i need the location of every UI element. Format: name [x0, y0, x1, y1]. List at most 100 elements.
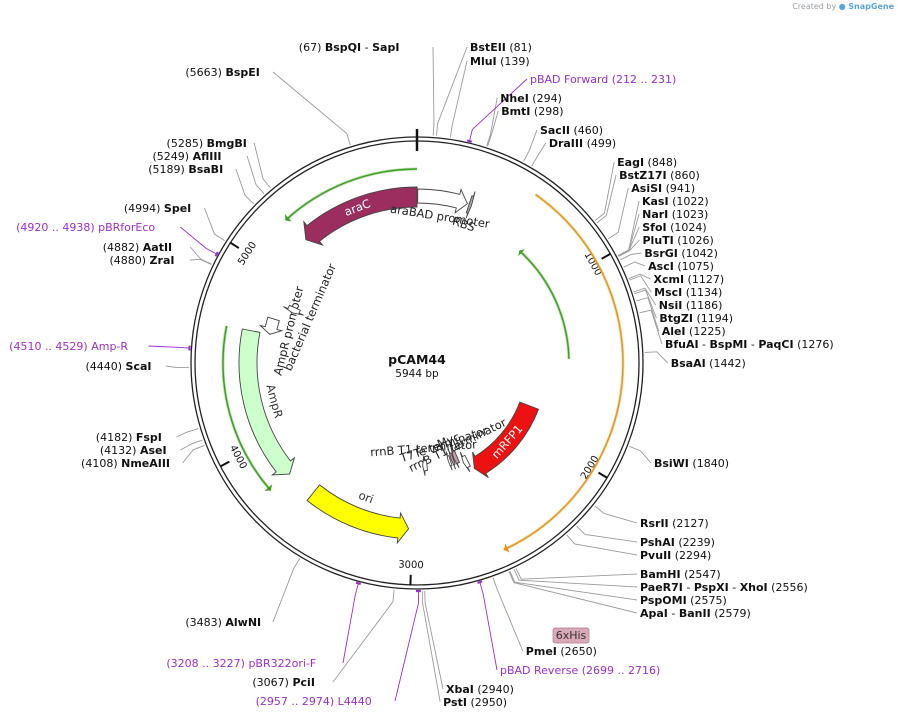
site-position: (298) [530, 105, 563, 118]
site-label-draiii[interactable]: DraIII (499) [549, 137, 616, 150]
site-label-pshai[interactable]: PshAI (2239) [640, 536, 715, 549]
site-label-bsaai[interactable]: BsaAI (1442) [671, 357, 746, 370]
ruler-tick-label: 3000 [398, 560, 424, 572]
ruler-tick-label: 5000 [236, 240, 259, 267]
site-label-scai[interactable]: (4440) ScaI [85, 360, 151, 373]
site-label-alwni[interactable]: (3483) AlwNI [185, 616, 261, 629]
site-label-zrai[interactable]: (4880) ZraI [109, 254, 174, 267]
enzyme-name: SpeI [164, 202, 191, 215]
site-position: (81) [506, 41, 532, 54]
site-position: (1442) [706, 357, 746, 370]
site-position: (4880) [109, 254, 149, 267]
site-label-afliii[interactable]: (5249) AflIII [152, 150, 221, 163]
site-label-bsteii[interactable]: BstEII (81) [470, 41, 532, 54]
site-label-xbai[interactable]: XbaI (2940) [446, 683, 514, 696]
leader-line [594, 161, 615, 221]
leader-line [204, 207, 225, 241]
site-label-bspei[interactable]: (5663) BspEI [185, 66, 260, 79]
enzyme-name: AlwNI [225, 616, 261, 629]
enzyme-name: PaqCI [758, 338, 793, 351]
site-label-pspomi[interactable]: PspOMI (2575) [640, 594, 727, 607]
site-label-pcii[interactable]: (3067) PciI [252, 676, 315, 689]
site-position: (1134) [682, 286, 722, 299]
enzyme-name: RsrII [640, 517, 669, 530]
primer-label-l4440[interactable]: (2957 .. 2974) L4440 [256, 695, 372, 708]
site-label-bmgbi[interactable]: (5285) BmgBI [167, 137, 247, 150]
primer-label-pbad-reverse[interactable]: pBAD Reverse (2699 .. 2716) [500, 664, 660, 677]
site-position: (3067) [252, 676, 292, 689]
site-label-pmei[interactable]: PmeI (2650) [526, 645, 597, 658]
enzyme-name: XbaI [446, 683, 474, 696]
site-label-pluti[interactable]: PluTI (1026) [642, 234, 713, 247]
primer-label-amp-r[interactable]: (4510 .. 4529) Amp-R [9, 340, 128, 353]
site-label-eagi[interactable]: EagI (848) [617, 156, 677, 169]
leader-line [618, 239, 640, 257]
site-label-asci[interactable]: AscI (1075) [648, 260, 714, 273]
feature-ori[interactable]: ori [306, 484, 410, 545]
orf-arrowhead [285, 214, 292, 222]
tag-box [552, 627, 590, 644]
enzyme-name: DraIII [549, 137, 583, 150]
site-label-nmeaiii[interactable]: (4108) NmeAIII [81, 457, 170, 470]
site-position: (5663) [185, 66, 225, 79]
site-label-xcmi[interactable]: XcmI (1127) [653, 273, 724, 286]
site-label-nhei[interactable]: NheI (294) [500, 92, 562, 105]
site-label-sacii[interactable]: SacII (460) [540, 124, 603, 137]
ruler-tick [220, 460, 230, 468]
leader-line [342, 583, 359, 664]
primer-label-pbrforeco[interactable]: (4920 .. 4938) pBRforEco [16, 221, 155, 234]
site-label-aatii[interactable]: (4882) AatII [103, 241, 172, 254]
site-label-sfoi[interactable]: SfoI (1024) [642, 221, 706, 234]
leader-line [628, 273, 651, 280]
feature-6xhis[interactable] [447, 448, 457, 470]
site-label-kasi[interactable]: KasI (1022) [642, 195, 709, 208]
site-label-bamhi[interactable]: BamHI (2547) [640, 568, 721, 581]
site-label-nsii[interactable]: NsiI (1186) [659, 299, 723, 312]
leader-line [486, 97, 498, 147]
site-label-mlui[interactable]: MluI (139) [470, 55, 530, 68]
tag-text: 6xHis [556, 629, 587, 642]
site-label-alei[interactable]: AleI (1225) [662, 325, 726, 338]
site-label-apai-banii[interactable]: ApaI - BanII (2579) [640, 607, 751, 620]
feature-arrow [417, 188, 468, 214]
enzyme-name: SapI [372, 41, 399, 54]
primer-label-pbr322ori-f[interactable]: (3208 .. 3227) pBR322ori-F [166, 657, 316, 670]
feature-rbs[interactable]: RBS [451, 191, 477, 235]
primer-label-pbad-forward[interactable]: pBAD Forward (212 .. 231) [530, 73, 676, 86]
site-label-btgzi[interactable]: BtgZI (1194) [659, 312, 733, 325]
primer-bind-mark [214, 251, 219, 257]
enzyme-name: AsiSI [631, 182, 662, 195]
leader-line [629, 275, 652, 293]
orf-arc [519, 250, 570, 359]
site-label-bsrgi[interactable]: BsrGI (1042) [644, 247, 718, 260]
leader-line [636, 297, 660, 332]
leader-line [180, 439, 203, 451]
feature-arac[interactable]: araC [303, 186, 418, 247]
site-label-psti[interactable]: PstI (2950) [443, 696, 507, 709]
tag-label-6xhis[interactable]: 6xHis [552, 627, 590, 644]
site-label-spei[interactable]: (4994) SpeI [124, 202, 191, 215]
site-label-nari[interactable]: NarI (1023) [642, 208, 708, 221]
site-label-bsabi[interactable]: (5189) BsaBI [148, 163, 223, 176]
site-position: (2127) [669, 517, 709, 530]
site-label-bmti[interactable]: BmtI (298) [501, 105, 563, 118]
site-label-rsrii[interactable]: RsrII (2127) [640, 517, 709, 530]
feature-label: AmpR [263, 383, 285, 420]
site-label-bsiwi[interactable]: BsiWI (1840) [654, 457, 729, 470]
site-label-asisi[interactable]: AsiSI (941) [631, 182, 695, 195]
feature-arrow [447, 448, 457, 470]
leader-line [617, 200, 640, 256]
site-label-fspi[interactable]: (4182) FspI [96, 431, 162, 444]
site-label-bspqi-sapi[interactable]: (67) BspQI - SapI [299, 41, 400, 54]
enzyme-name: BspQI [325, 41, 361, 54]
plasmid-name: pCAM44 [388, 352, 446, 367]
site-label-asei[interactable]: (4132) AseI [100, 444, 167, 457]
site-label-bstz17i[interactable]: BstZ17I (860) [619, 169, 700, 182]
site-label-pvuii[interactable]: PvuII (2294) [640, 549, 711, 562]
site-position: (2950) [467, 696, 507, 709]
site-label-bfuai-bspmi-paqci[interactable]: BfuAI - BspMI - PaqCI (1276) [665, 338, 834, 351]
enzyme-name: NsiI [659, 299, 683, 312]
site-label-msci[interactable]: MscI (1134) [654, 286, 722, 299]
site-position: (1023) [668, 208, 708, 221]
site-label-paer7i-pspxi-xhoi[interactable]: PaeR7I - PspXI - XhoI (2556) [640, 581, 808, 594]
